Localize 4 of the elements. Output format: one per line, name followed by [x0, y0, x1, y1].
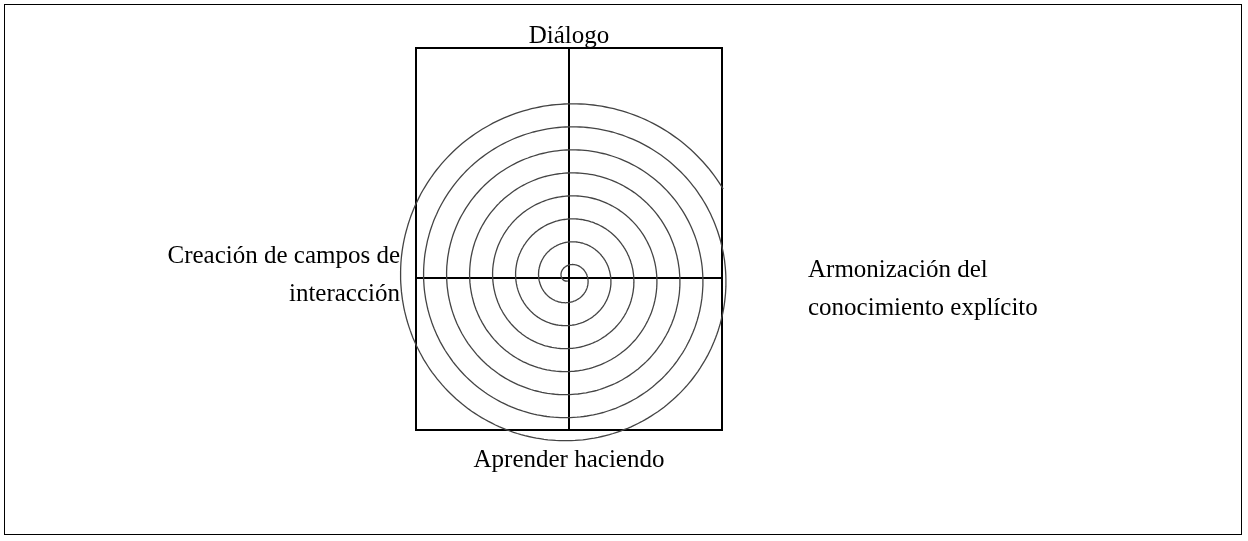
quadrant-label: Diálogo: [527, 20, 611, 50]
quadrant-label: Armonización del conocimiento explícito: [808, 254, 1039, 322]
quadrant-label: Creación de campos de interacción: [166, 240, 400, 308]
quadrant-label: Aprender haciendo: [472, 444, 666, 474]
